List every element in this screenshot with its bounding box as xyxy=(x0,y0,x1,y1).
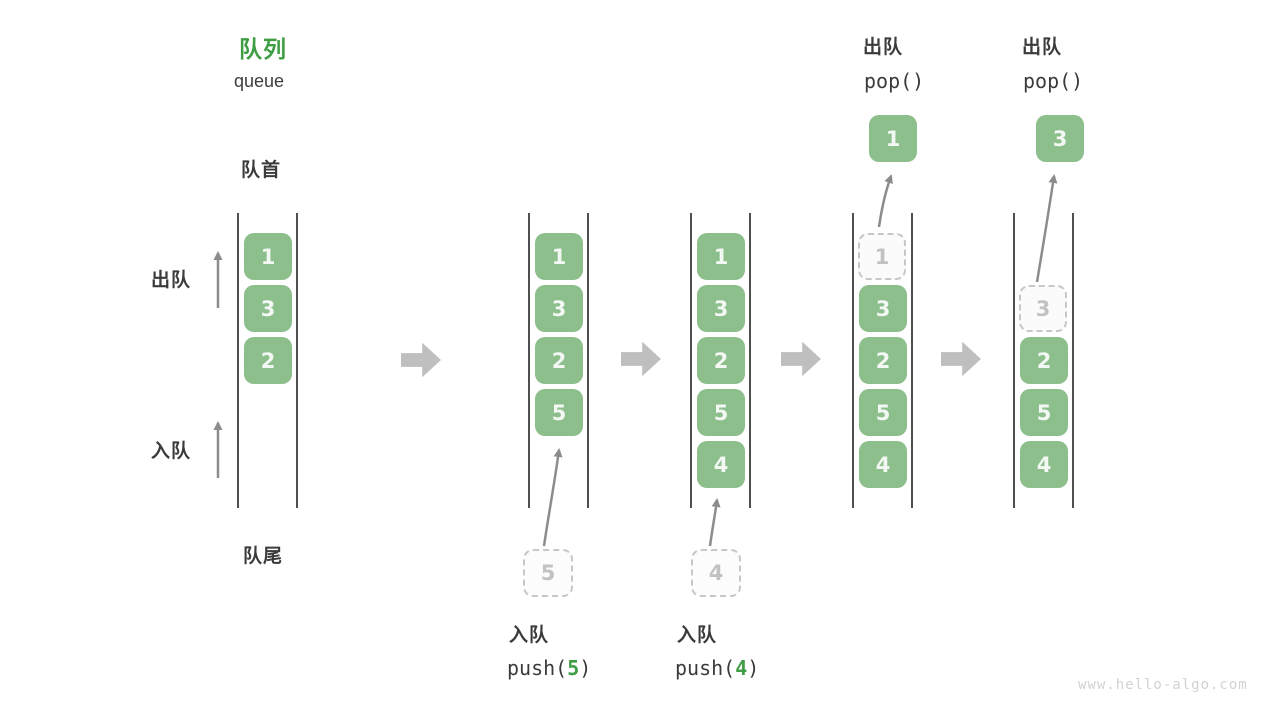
queue-box: 5 xyxy=(1020,389,1068,436)
diagram-title: 队列 xyxy=(239,36,287,62)
push-code-pre: push( xyxy=(675,656,736,680)
queue-box: 2 xyxy=(697,337,745,384)
enqueue-side-label: 入队 xyxy=(151,441,192,462)
queue-box: 2 xyxy=(1020,337,1068,384)
queue-column-3 xyxy=(690,213,751,508)
push-code-arg: 4 xyxy=(735,656,748,680)
flow-arrow-icon xyxy=(781,341,821,377)
dequeue-side-label: 出队 xyxy=(151,270,192,291)
queue-box: 3 xyxy=(859,285,907,332)
queue-box: 4 xyxy=(859,441,907,488)
queue-column-5 xyxy=(1013,213,1074,508)
queue-box: 5 xyxy=(535,389,583,436)
ghost-box: 3 xyxy=(1019,285,1067,332)
incoming-box: 5 xyxy=(523,549,573,597)
queue-box: 3 xyxy=(535,285,583,332)
push-code-arg: 5 xyxy=(567,656,580,680)
push-op-label-zh: 入队 xyxy=(509,625,550,646)
flow-arrow-icon xyxy=(941,341,981,377)
popped-box: 3 xyxy=(1036,115,1084,162)
queue-front-label: 队首 xyxy=(241,160,282,181)
ghost-box: 1 xyxy=(858,233,906,280)
queue-box: 1 xyxy=(244,233,292,280)
queue-rear-label: 队尾 xyxy=(243,546,284,567)
queue-box: 2 xyxy=(535,337,583,384)
queue-box: 4 xyxy=(1020,441,1068,488)
popped-box: 1 xyxy=(869,115,917,162)
queue-box: 2 xyxy=(859,337,907,384)
flow-arrow-icon xyxy=(401,342,441,378)
push-op-label-code: push(4) xyxy=(675,656,759,680)
queue-box: 2 xyxy=(244,337,292,384)
queue-box: 3 xyxy=(244,285,292,332)
push-code-pre: push( xyxy=(507,656,568,680)
push-code-post: ) xyxy=(579,656,592,680)
push-code-post: ) xyxy=(747,656,760,680)
pop-op-label-zh: 出队 xyxy=(863,37,904,58)
push-op-label-zh: 入队 xyxy=(677,625,718,646)
queue-box: 3 xyxy=(697,285,745,332)
watermark: www.hello-algo.com xyxy=(1078,677,1248,693)
pop-op-label-code: pop() xyxy=(1023,69,1084,93)
diagram-subtitle: queue xyxy=(234,71,285,91)
queue-column-1 xyxy=(237,213,298,508)
queue-box: 5 xyxy=(859,389,907,436)
incoming-box: 4 xyxy=(691,549,741,597)
pop-op-label-code: pop() xyxy=(864,69,925,93)
queue-box: 1 xyxy=(535,233,583,280)
flow-arrow-icon xyxy=(621,341,661,377)
queue-column-2 xyxy=(528,213,589,508)
queue-column-4 xyxy=(852,213,913,508)
pop-op-label-zh: 出队 xyxy=(1022,37,1063,58)
queue-box: 1 xyxy=(697,233,745,280)
queue-box: 5 xyxy=(697,389,745,436)
queue-box: 4 xyxy=(697,441,745,488)
push-op-label-code: push(5) xyxy=(507,656,591,680)
